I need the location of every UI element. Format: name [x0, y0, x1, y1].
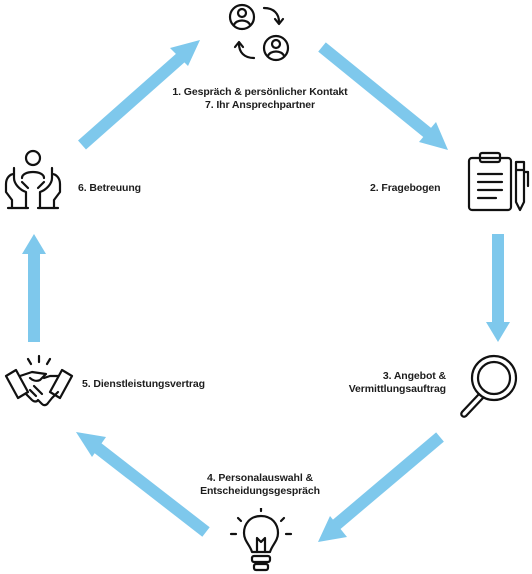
arrow-3-to-4: [318, 432, 444, 542]
arrow-5-to-6: [22, 234, 46, 342]
step-6-label: 6. Betreuung: [78, 182, 141, 194]
lightbulb-icon: [229, 508, 293, 572]
step-1-title: 1. Gespräch & persönlicher Kontakt: [172, 86, 348, 98]
magnifier-icon: [460, 354, 518, 418]
handshake-icon: [4, 354, 74, 407]
arrow-6-to-1: [78, 40, 200, 150]
clipboard-pen-icon: [467, 151, 530, 212]
step-1-label: 1. Gespräch & persönlicher Kontakt 7. Ih…: [140, 86, 380, 112]
arrow-2-to-3: [486, 234, 510, 342]
step-5-label: 5. Dienstleistungsvertrag: [82, 378, 205, 390]
step-3-title-line2: Vermittlungsauftrag: [348, 383, 446, 395]
person-exchange-icon: [228, 3, 290, 62]
step-7-title: 7. Ihr Ansprechpartner: [204, 99, 316, 111]
step-2-label: 2. Fragebogen: [370, 182, 441, 194]
arrow-4-to-5: [76, 432, 210, 537]
step-4-title-line1: 4. Personalauswahl &: [207, 472, 313, 484]
step-3-title-line1: 3. Angebot &: [382, 370, 446, 382]
arrow-1-to-2: [318, 42, 448, 150]
step-4-title-line2: Entscheidungsgespräch: [200, 485, 320, 497]
person-care-hands-icon: [4, 149, 62, 210]
step-4-label: 4. Personalauswahl & Entscheidungsgesprä…: [180, 472, 340, 498]
step-3-label: 3. Angebot & Vermittlungsauftrag: [326, 370, 446, 396]
